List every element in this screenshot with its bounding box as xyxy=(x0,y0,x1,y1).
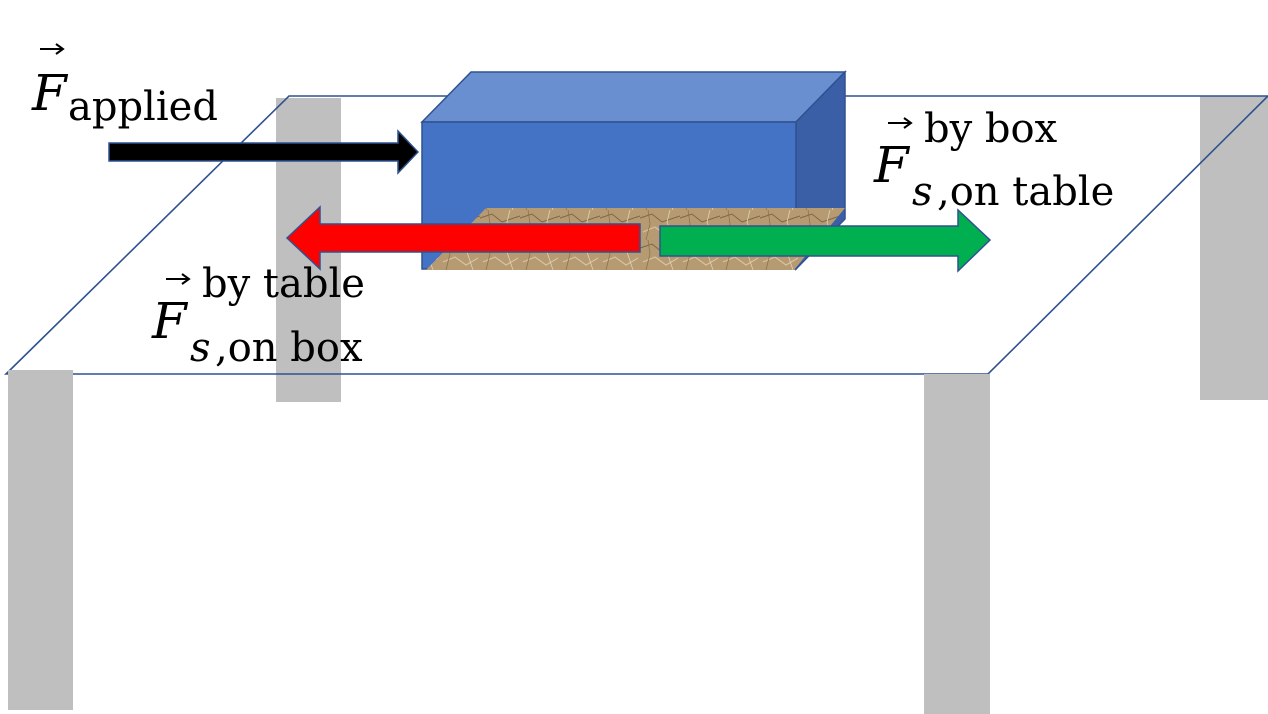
box-on-table-superscript: by box xyxy=(924,106,1058,152)
label-applied-force: F applied xyxy=(31,43,218,130)
table-leg-front-left xyxy=(8,370,73,710)
box-on-table-symbol: F xyxy=(873,136,911,194)
applied-symbol: F xyxy=(31,64,69,122)
applied-subscript: applied xyxy=(68,84,218,130)
vector-arrow-icon xyxy=(888,117,913,129)
friction-box-on-table-arrow xyxy=(659,208,992,273)
table-on-box-superscript: by table xyxy=(202,261,365,307)
vector-arrow-icon xyxy=(40,43,65,55)
vector-arrow-icon xyxy=(166,273,191,285)
box-top-face xyxy=(420,71,847,123)
table-leg-front-right xyxy=(924,374,990,714)
label-box-on-table-force: F by box s ,on table xyxy=(873,106,1114,215)
box-on-table-subscript-rest: ,on table xyxy=(937,169,1114,215)
table-on-box-subscript-var: s xyxy=(190,325,211,371)
friction-table-on-box-arrow xyxy=(285,205,641,271)
table-leg-back-right xyxy=(1200,96,1268,400)
box-on-table-subscript-var: s xyxy=(912,169,933,215)
applied-force-arrow xyxy=(108,129,420,175)
label-table-on-box-force: F by table s ,on box xyxy=(151,261,365,371)
table-on-box-symbol: F xyxy=(151,292,189,350)
table-on-box-subscript-rest: ,on box xyxy=(215,325,363,371)
